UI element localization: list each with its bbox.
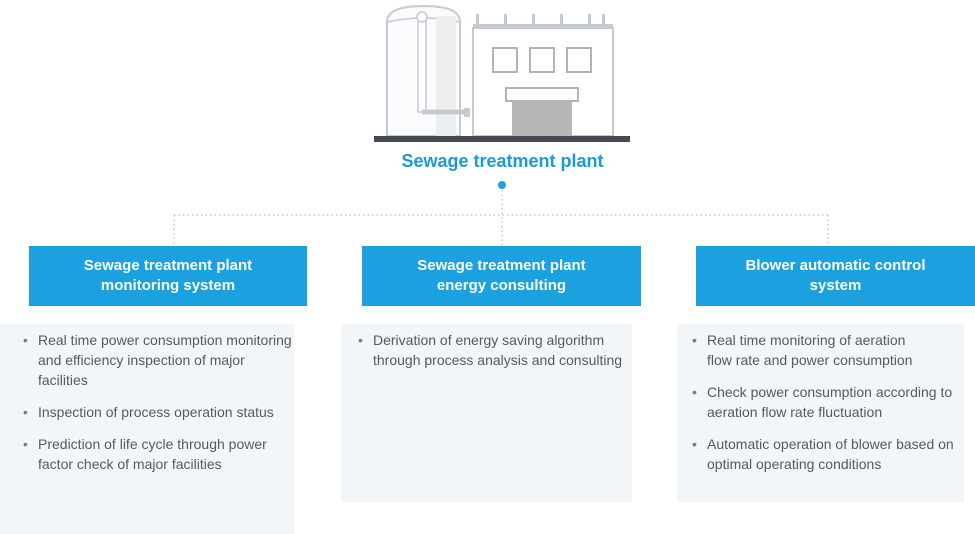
bullet-list: Real time power consumption monitoringan…	[0, 324, 294, 474]
list-item: Prediction of life cycle through powerfa…	[20, 434, 294, 474]
card-blower-control-title: Blower automatic control system	[696, 246, 975, 306]
card-energy-consulting-title: Sewage treatment plant energy consulting	[362, 246, 641, 306]
card-energy-consulting-body: Derivation of energy saving algorithmthr…	[341, 324, 632, 502]
sewage-plant-illustration	[374, 4, 630, 142]
plant-title: Sewage treatment plant	[401, 151, 604, 171]
building-icon	[472, 14, 614, 137]
card-monitoring-system-body: Real time power consumption monitoringan…	[0, 324, 294, 534]
bullet-list: Derivation of energy saving algorithmthr…	[341, 324, 632, 370]
storage-tank-icon	[386, 4, 470, 137]
connector-dot	[498, 181, 506, 189]
list-item: Derivation of energy saving algorithmthr…	[355, 330, 632, 370]
list-item: Inspection of process operation status	[20, 402, 294, 422]
ground-line	[374, 136, 630, 142]
card-monitoring-system-title: Sewage treatment plant monitoring system	[29, 246, 307, 306]
list-item: Real time power consumption monitoringan…	[20, 330, 294, 390]
list-item: Check power consumption according toaera…	[689, 382, 964, 422]
list-item: Automatic operation of blower based onop…	[689, 434, 964, 474]
